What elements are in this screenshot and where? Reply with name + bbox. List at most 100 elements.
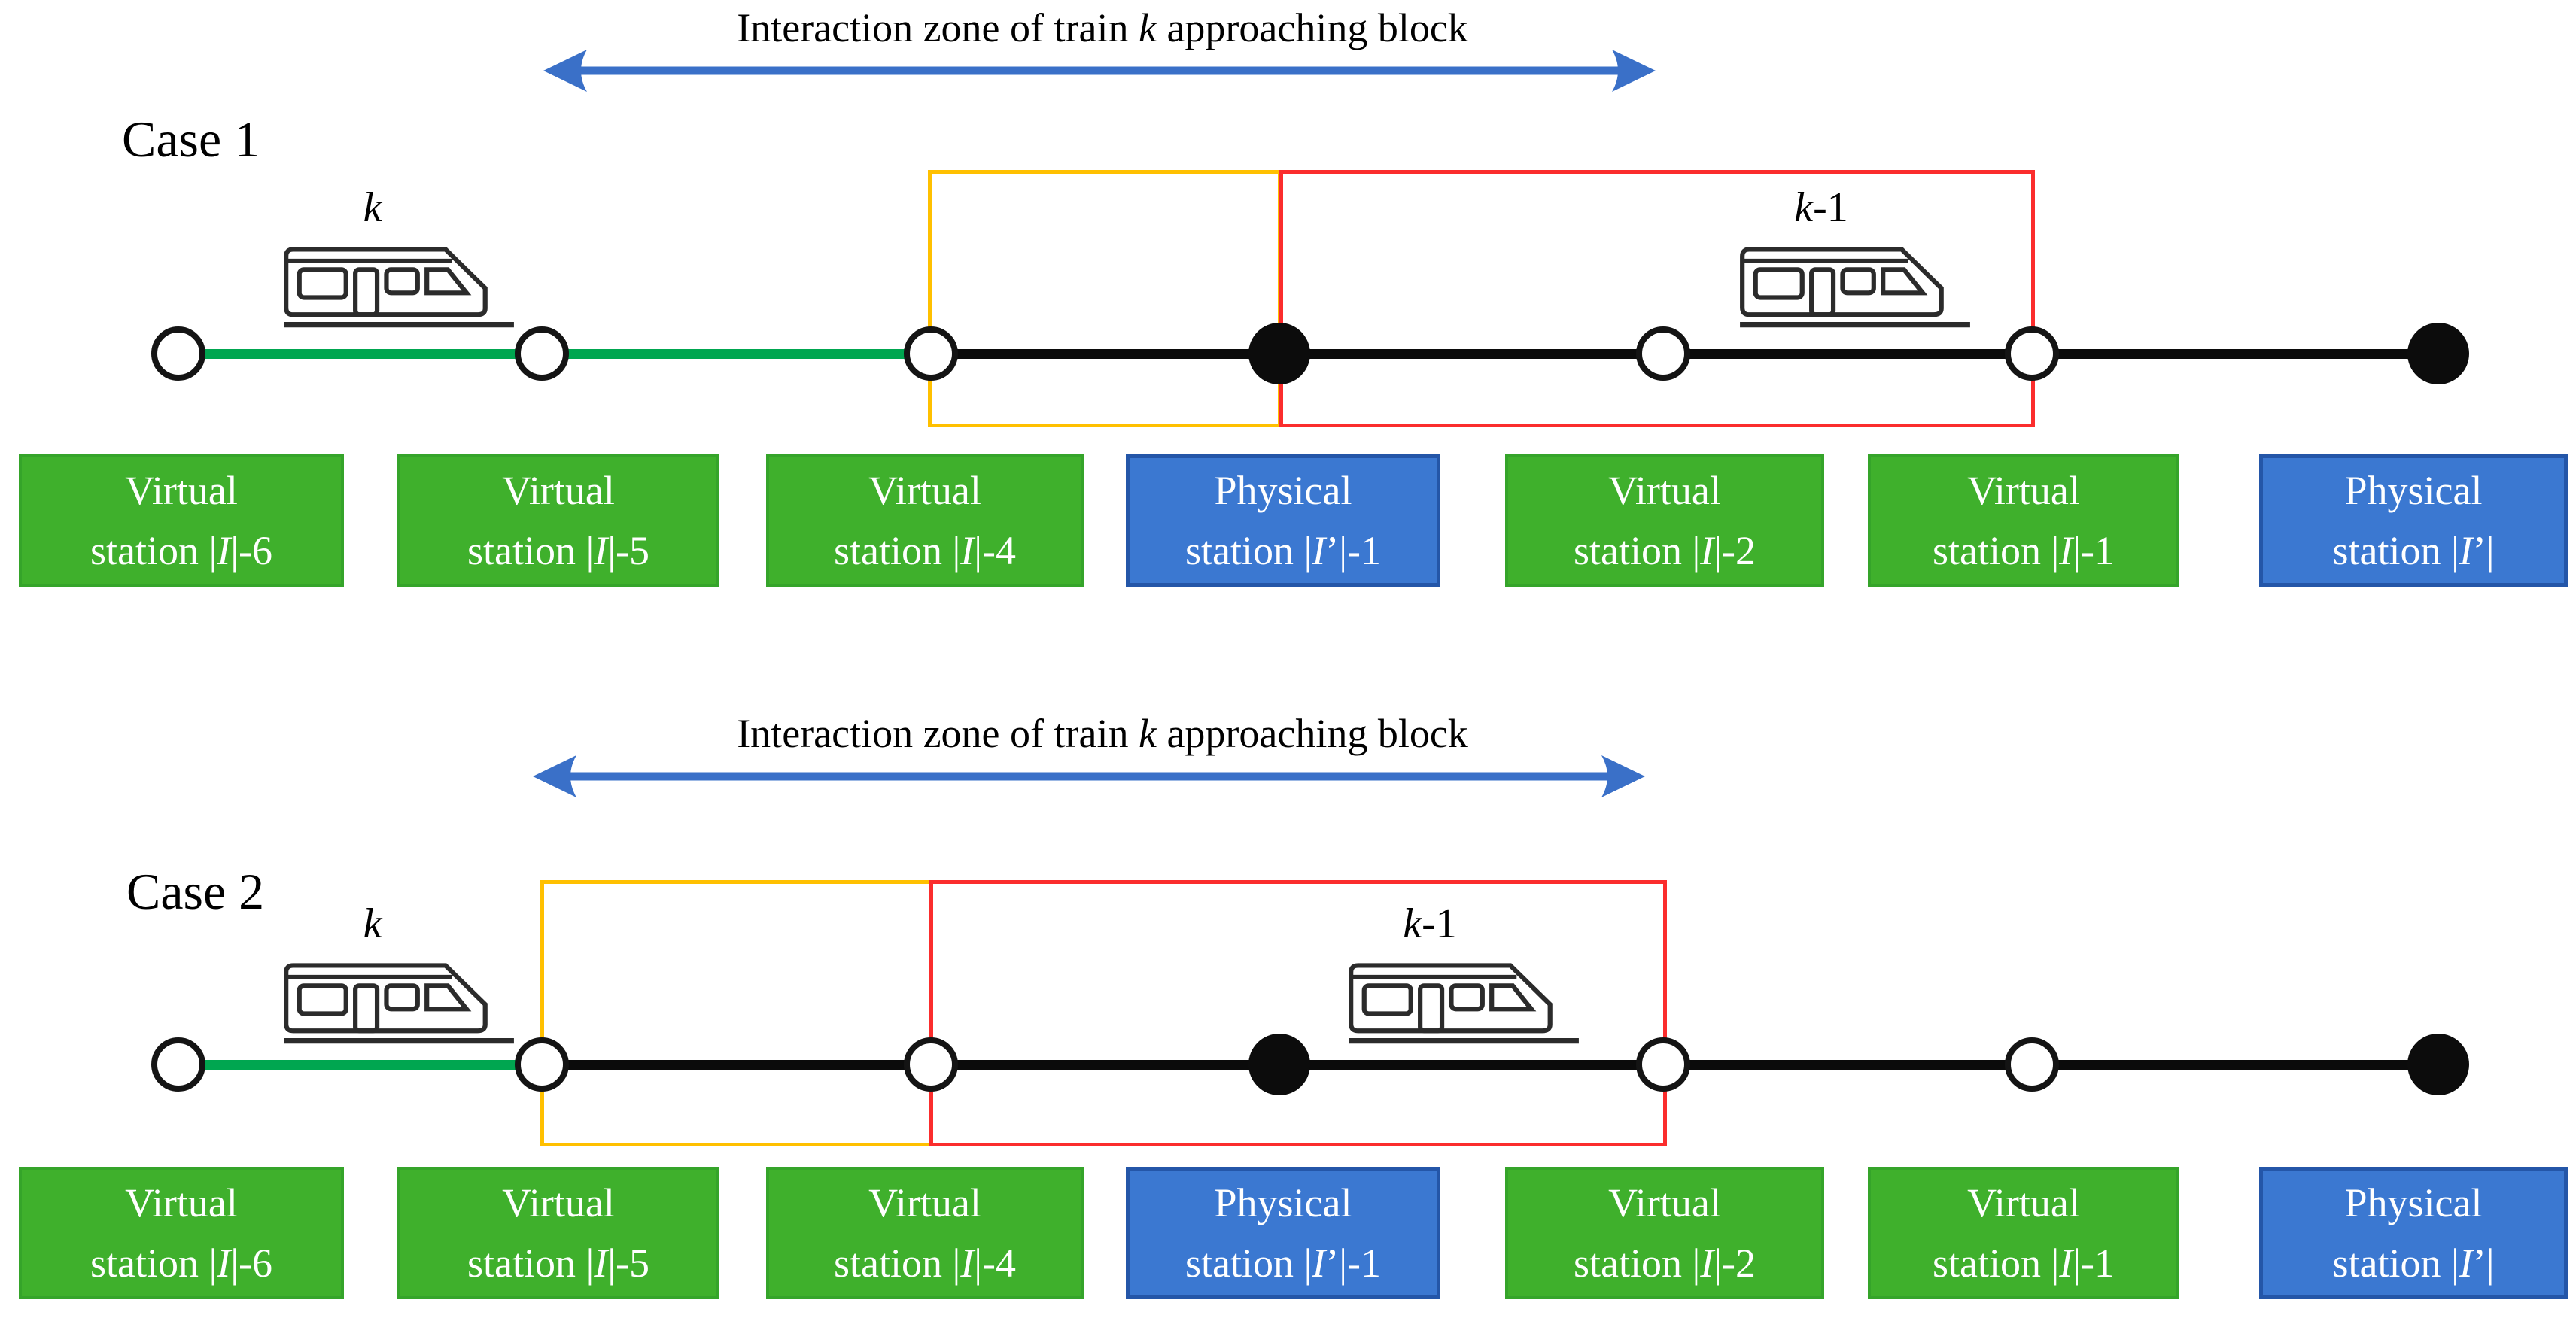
label-part: station | (1573, 1241, 1701, 1286)
label-part: station | (833, 528, 961, 573)
station-label-line2: station |I|-6 (90, 1233, 272, 1293)
station-label-line2: station |I’|-1 (1185, 521, 1381, 581)
station-box-virtual-I-6: Virtual station |I|-6 (19, 1167, 344, 1299)
station-label-line2: station |I|-5 (467, 521, 649, 581)
station-label-line1: Virtual (125, 468, 238, 513)
station-label-line2: station |I’| (2332, 1233, 2494, 1293)
station-label-line2: station |I|-6 (90, 521, 272, 581)
station-label-line1: Physical (1214, 468, 1352, 513)
zone-title-train-var: k (1138, 5, 1157, 50)
station-label-line2: station |I’| (2332, 521, 2494, 581)
station-box-physical-I1: Physical station |I’| (2259, 1167, 2568, 1299)
station-label-line2: station |I|-4 (834, 1233, 1016, 1293)
station-node (2407, 323, 2469, 384)
case2-label: Case 2 (126, 863, 265, 920)
station-node (1248, 1034, 1310, 1095)
station-node (515, 326, 569, 381)
station-box-virtual-I-5: Virtual station |I|-5 (397, 1167, 719, 1299)
label-part: station | (1573, 528, 1701, 573)
zone-title-pre: Interaction zone of train (737, 711, 1139, 756)
label-part: station | (2332, 528, 2459, 573)
train-k-var: k (363, 900, 382, 947)
case1-train-k-label: k (290, 184, 455, 232)
label-part: |-6 (230, 528, 273, 573)
station-label-line1: Physical (1214, 1180, 1352, 1225)
station-node (515, 1037, 569, 1092)
station-node (904, 1037, 958, 1092)
label-part: |-5 (607, 1241, 650, 1286)
label-part: I (1700, 528, 1714, 573)
case2-zone-title: Interaction zone of train k approaching … (553, 710, 1652, 757)
station-box-physical-I1-1: Physical station |I’|-1 (1126, 1167, 1440, 1299)
label-part: I (594, 528, 608, 573)
train-k1-var: k (1403, 900, 1422, 947)
label-part: station | (1185, 528, 1312, 573)
label-part: station | (90, 1241, 217, 1286)
case1-label: Case 1 (122, 111, 260, 168)
label-part: I (960, 528, 975, 573)
station-label-line1: Virtual (868, 468, 981, 513)
case1-zone-title: Interaction zone of train k approaching … (553, 5, 1652, 51)
station-label-line1: Virtual (1608, 468, 1721, 513)
station-label-line1: Virtual (125, 1180, 238, 1225)
train-k1-post: -1 (1422, 900, 1457, 947)
station-box-virtual-I-4: Virtual station |I|-4 (766, 454, 1084, 587)
label-part: I (2059, 528, 2073, 573)
label-part: I (2459, 528, 2473, 573)
label-part: I (594, 1241, 608, 1286)
station-label-line1: Virtual (502, 1180, 615, 1225)
label-part: |-1 (2073, 1241, 2115, 1286)
case2-train-k-label: k (290, 900, 455, 948)
station-label-line2: station |I|-1 (1933, 521, 2115, 581)
train-k1-var: k (1794, 184, 1814, 231)
station-box-virtual-I-1: Virtual station |I|-1 (1868, 454, 2179, 587)
station-node (1636, 1037, 1690, 1092)
station-label-line2: station |I|-4 (834, 521, 1016, 581)
label-part: ’|-1 (1325, 528, 1382, 573)
label-part: station | (1932, 528, 2060, 573)
station-label-line1: Physical (2344, 468, 2483, 513)
label-part: |-2 (1714, 528, 1756, 573)
station-label-line1: Virtual (1608, 1180, 1721, 1225)
case2-train-k1-label: k-1 (1347, 900, 1513, 948)
interaction-zone-double-arrow (533, 755, 1645, 797)
label-part: |-4 (974, 528, 1017, 573)
station-label-line1: Virtual (868, 1180, 981, 1225)
label-part: I (2059, 1241, 2073, 1286)
station-box-virtual-I-2: Virtual station |I|-2 (1505, 454, 1824, 587)
station-label-line1: Virtual (1967, 468, 2080, 513)
station-box-physical-I1: Physical station |I’| (2259, 454, 2568, 587)
station-label-line1: Physical (2344, 1180, 2483, 1225)
station-label-line1: Virtual (1967, 1180, 2080, 1225)
case1-train-k-icon (282, 244, 516, 328)
label-part: station | (1932, 1241, 2060, 1286)
label-part: station | (467, 528, 595, 573)
station-box-virtual-I-4: Virtual station |I|-4 (766, 1167, 1084, 1299)
label-part: |-4 (974, 1241, 1017, 1286)
case2-green-track-segment (178, 1060, 542, 1070)
train-k1-post: -1 (1813, 184, 1848, 231)
case1-train-k1-label: k-1 (1738, 184, 1904, 232)
station-node (1636, 326, 1690, 381)
label-part: I (1312, 1241, 1326, 1286)
label-part: |-1 (2073, 528, 2115, 573)
station-label-line2: station |I|-1 (1933, 1233, 2115, 1293)
station-node (151, 1037, 205, 1092)
case2-train-k1-icon (1347, 960, 1580, 1044)
case2-train-k-icon (282, 960, 516, 1044)
label-part: ’|-1 (1325, 1241, 1382, 1286)
station-label-line2: station |I|-2 (1574, 521, 1756, 581)
station-box-virtual-I-2: Virtual station |I|-2 (1505, 1167, 1824, 1299)
station-label-line2: station |I|-2 (1574, 1233, 1756, 1293)
station-label-line2: station |I’|-1 (1185, 1233, 1381, 1293)
station-box-virtual-I-6: Virtual station |I|-6 (19, 454, 344, 587)
case1-train-k1-icon (1738, 244, 1972, 328)
station-node (2005, 326, 2059, 381)
station-node (151, 326, 205, 381)
station-node (904, 326, 958, 381)
zone-title-pre: Interaction zone of train (737, 5, 1139, 50)
station-node (2005, 1037, 2059, 1092)
label-part: I (960, 1241, 975, 1286)
zone-title-post: approaching block (1156, 711, 1468, 756)
